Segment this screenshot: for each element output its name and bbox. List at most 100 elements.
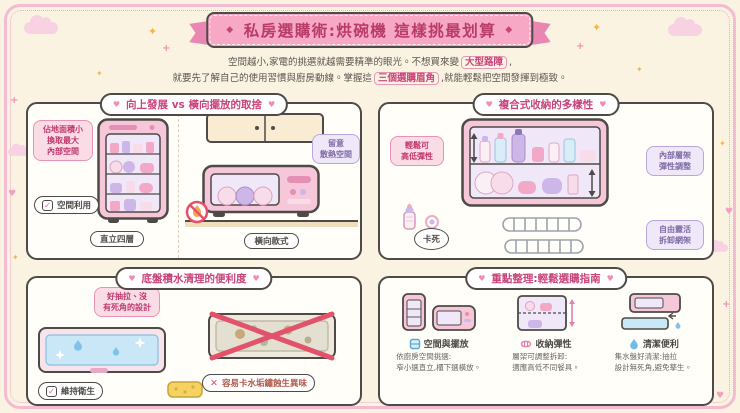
- intro-segment: 就要先了解自己的使用習慣與廚房動線。掌握這: [172, 72, 372, 84]
- heart-icon: ♥: [599, 100, 607, 109]
- horizontal-dryer-illustration: [202, 164, 320, 217]
- hygiene-tag: ✓ 維持衛生: [38, 382, 104, 400]
- stuck-badge: 卡死: [414, 228, 450, 250]
- height-adjust-bubble: 輕鬆可 高低彈性: [390, 136, 444, 166]
- intro-highlight: 三個選購眉角: [373, 71, 439, 85]
- heart-icon: ♥: [112, 100, 121, 109]
- pullout-tray-illustration: [621, 293, 682, 330]
- panel-grid: ♥ 向上發展 vs 橫向擺放的取捨 ♥ 佔地面積小 換取最大 內部空間 ✓ 空間…: [26, 93, 714, 406]
- summary-desc-text: 集水盤好清潔:抽拉 設計無死角,避免孳生。: [614, 352, 693, 372]
- intro-text: 空間越小,家電的挑選就越需要精準的眼光。不想買來變大型路障, 就要先了解自己的使…: [0, 55, 740, 86]
- heart-icon: ♥: [8, 189, 17, 199]
- tag-label: 空間利用: [57, 201, 92, 211]
- vertical-caption: 直立四層: [89, 231, 144, 247]
- star-icon: ✦: [12, 253, 19, 262]
- dirty-tray-warning-label: ✕ 容易卡水垢鏽蝕生異味: [202, 374, 315, 392]
- panel-title-summary: ♥ 重點整理:輕鬆選購指南 ♥: [465, 267, 627, 290]
- shelf-adjust-bubble: 內部層架 彈性調整: [646, 146, 704, 176]
- heart-icon: ♥: [478, 274, 486, 283]
- check-icon: ✓: [46, 385, 57, 397]
- counter-surface: [185, 220, 358, 227]
- water-drop-icon: [630, 338, 638, 349]
- horizontal-caption: 橫向款式: [244, 233, 299, 249]
- summary-item-clean: 清潔便利 集水盤好清潔:抽拉 設計無死角,避免孳生。: [603, 290, 704, 398]
- cloud-decoration: [668, 17, 702, 36]
- vertical-dryer-illustration: [97, 118, 169, 223]
- heart-icon: ♥: [485, 100, 493, 109]
- panel-vertical-vs-horizontal: ♥ 向上發展 vs 橫向擺放的取捨 ♥ 佔地面積小 換取最大 內部空間 ✓ 空間…: [26, 93, 364, 260]
- clean-tray-illustration: [38, 327, 166, 373]
- no-flame-icon: [185, 200, 209, 224]
- check-icon: ✓: [42, 199, 53, 211]
- panel-title-storage: ♥ 複合式收納的多樣性 ♥: [472, 93, 620, 116]
- summary-item-storage: 收納彈性 層架可調整拆卸: 適應高低不同餐具。: [495, 290, 596, 398]
- sparkle-icon: +: [162, 43, 171, 54]
- star-icon: ✦: [96, 69, 103, 78]
- removable-rack-bubble: 自由靈活 拆卸網架: [646, 220, 704, 250]
- panel-title-text: 複合式收納的多樣性: [498, 99, 594, 111]
- panel-title-text: 重點整理:輕鬆選購指南: [491, 273, 601, 285]
- heart-icon: ♥: [725, 207, 734, 217]
- summary-title-text: 收納彈性: [535, 340, 572, 350]
- footprint-bubble: 佔地面積小 換取最大 內部空間: [33, 120, 93, 161]
- diamond-icon: ◆: [226, 25, 235, 35]
- sparkle-icon: +: [576, 41, 585, 52]
- panel-title-space: ♥ 向上發展 vs 橫向擺放的取捨 ♥: [99, 93, 289, 116]
- summary-columns: 空間與擺放 依廚房空間挑選: 窄小選直立,櫃下選橫放。: [388, 290, 704, 398]
- tag-label: 容易卡水垢鏽蝕生異味: [221, 379, 307, 389]
- storage-cabinet-illustration: [461, 118, 609, 207]
- mini-dryers-illustration: [401, 293, 476, 331]
- easy-pull-bubble: 好抽拉、沒 有死角的設計: [94, 287, 160, 317]
- panel-title-text: 底盤積水清理的便利度: [141, 273, 247, 285]
- page-title: 私房選購術:烘碗機 這樣挑最划算: [243, 22, 497, 40]
- intro-segment: ,就能輕鬆把空間發揮到極致。: [441, 72, 568, 84]
- heat-clearance-bubble: 留意 散熱空間: [312, 134, 360, 164]
- upper-cabinet-illustration: [206, 113, 324, 143]
- summary-desc-text: 依廚房空間挑選: 窄小選直立,櫃下選橫放。: [396, 352, 482, 372]
- star-icon: ✦: [719, 139, 726, 148]
- star-icon: ✦: [148, 25, 158, 38]
- panel-tray-cleaning: ♥ 底盤積水清理的便利度 ♥ 好抽拉、沒 有死角的設計 ✓ 維持衛生: [26, 267, 362, 406]
- heart-icon: ♥: [716, 391, 725, 401]
- height-arrow-icon: [588, 169, 596, 197]
- diamond-icon: ◆: [505, 25, 514, 35]
- panel-title-clean: ♥ 底盤積水清理的便利度 ♥: [115, 267, 273, 290]
- sparkle-icon: +: [722, 299, 731, 310]
- intro-highlight: 大型路障: [460, 56, 507, 69]
- star-icon: ✦: [636, 65, 643, 74]
- heart-icon: ♥: [252, 274, 260, 283]
- panel-title-text: 向上發展 vs 橫向擺放的取捨: [126, 99, 262, 111]
- cloud-decoration: [24, 15, 58, 34]
- cross-icon: ✕: [210, 377, 218, 389]
- tag-label: 維持衛生: [61, 387, 96, 397]
- horizontal-model-section: 留意 散熱空間: [178, 104, 364, 258]
- heart-icon: ♥: [128, 274, 136, 283]
- summary-title-text: 清潔便利: [642, 340, 679, 350]
- cloud-decoration: [7, 143, 31, 156]
- intro-segment: ,: [509, 57, 513, 68]
- panel-summary-guide: ♥ 重點整理:輕鬆選購指南 ♥: [378, 267, 714, 406]
- summary-item-space: 空間與擺放 依廚房空間挑選: 窄小選直立,櫃下選橫放。: [388, 290, 489, 398]
- panel-composite-storage: ♥ 複合式收納的多樣性 ♥ 輕鬆可 高低彈性: [378, 93, 714, 260]
- intro-line-1: 空間越小,家電的挑選就越需要精準的眼光。不想買來變大型路障,: [0, 55, 740, 71]
- cloud-decoration: [705, 239, 729, 252]
- sponge-icon: [167, 381, 203, 398]
- vertical-model-section: 佔地面積小 換取最大 內部空間 ✓ 空間利用: [28, 104, 178, 258]
- intro-line-2: 就要先了解自己的使用習慣與廚房動線。掌握這三個選購眉角,就能輕鬆把空間發揮到極致…: [0, 71, 740, 87]
- dirty-tray-illustration: [208, 311, 336, 361]
- rack-icon: [521, 340, 532, 347]
- summary-desc-text: 層架可調整拆卸: 適應高低不同餐具。: [512, 352, 580, 372]
- star-icon: ✦: [592, 21, 602, 34]
- wire-rack-illustration: [502, 217, 584, 254]
- baby-bottle-icon: [403, 203, 416, 230]
- space-usage-tag: ✓ 空間利用: [34, 196, 100, 214]
- title-ribbon: ◆ 私房選購術:烘碗機 這樣挑最划算 ◆: [189, 12, 551, 48]
- heart-icon: ♥: [267, 100, 276, 109]
- intro-segment: 空間越小,家電的挑選就越需要精準的眼光。不想買來變: [227, 57, 459, 68]
- adjustable-shelf-illustration: [517, 295, 575, 331]
- height-arrow-icon: [470, 133, 478, 163]
- sparkle-icon: +: [10, 95, 19, 106]
- heart-icon: ♥: [606, 274, 614, 283]
- summary-title-text: 空間與擺放: [423, 340, 469, 350]
